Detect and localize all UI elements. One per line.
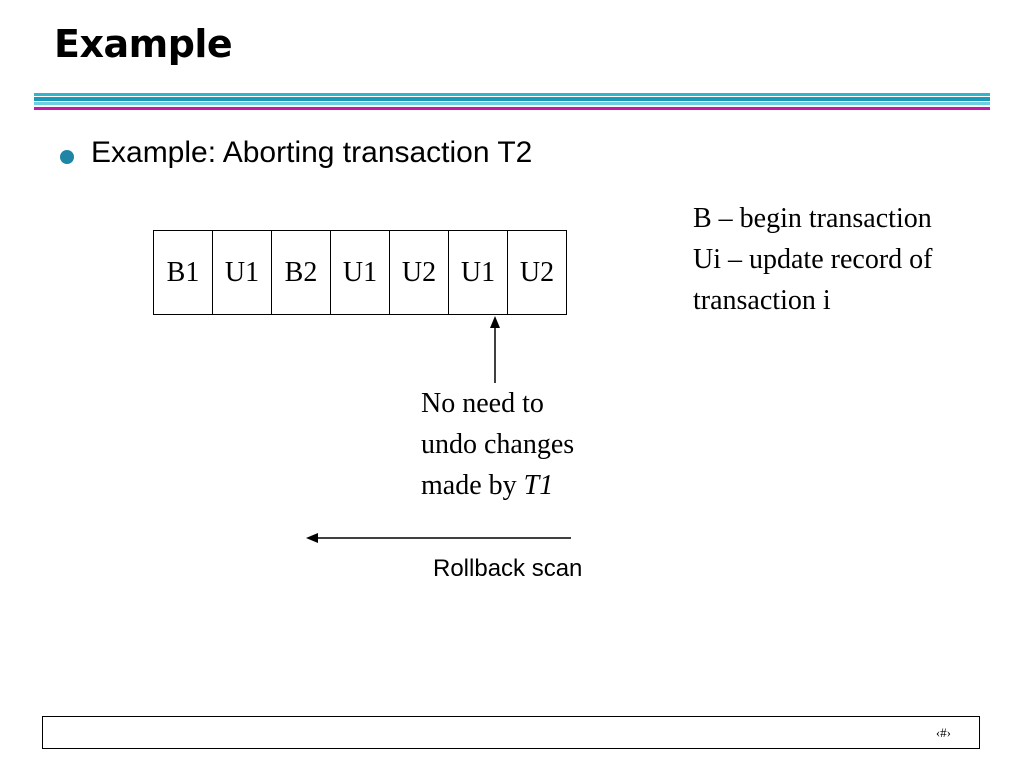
footer-box: ‹#› — [42, 716, 980, 749]
log-record-cell: U2 — [389, 230, 449, 315]
legend: B – begin transaction Ui – update record… — [693, 198, 932, 321]
bullet-text: Example: Aborting transaction T2 — [91, 136, 533, 169]
title-rule-light-cyan — [34, 102, 990, 105]
note-line-3-prefix: made by — [421, 470, 524, 501]
log-record-cell: U1 — [330, 230, 390, 315]
log-record-cell: B1 — [153, 230, 213, 315]
title-rule-magenta — [34, 107, 990, 110]
note-line-1: No need to — [421, 388, 544, 419]
legend-line-update: Ui – update record of — [693, 244, 933, 275]
pointer-arrow-up — [490, 316, 500, 383]
note-line-3-transaction: T1 — [523, 470, 554, 501]
annotation-note: No need to undo changes made by T1 — [421, 383, 574, 506]
log-record-cell: U2 — [507, 230, 567, 315]
rollback-scan-label: Rollback scan — [433, 555, 583, 582]
page-title: Example — [54, 22, 233, 66]
log-record-cell: U1 — [448, 230, 508, 315]
note-line-3: made by T1 — [421, 465, 574, 506]
title-rule-teal — [34, 97, 990, 101]
log-record-table: B1 U1 B2 U1 U2 U1 U2 — [153, 230, 567, 315]
rollback-scan-arrow — [306, 533, 571, 543]
legend-line-begin: B – begin transaction — [693, 203, 932, 234]
slide-number: ‹#› — [935, 725, 951, 740]
log-record-row: B1 U1 B2 U1 U2 U1 U2 — [153, 230, 567, 315]
title-rule-cyan — [34, 93, 990, 96]
log-record-cell: B2 — [271, 230, 331, 315]
log-record-cell: U1 — [212, 230, 272, 315]
legend-line-transaction: transaction i — [693, 285, 831, 316]
bullet-icon — [60, 150, 74, 164]
note-line-2: undo changes — [421, 429, 575, 460]
